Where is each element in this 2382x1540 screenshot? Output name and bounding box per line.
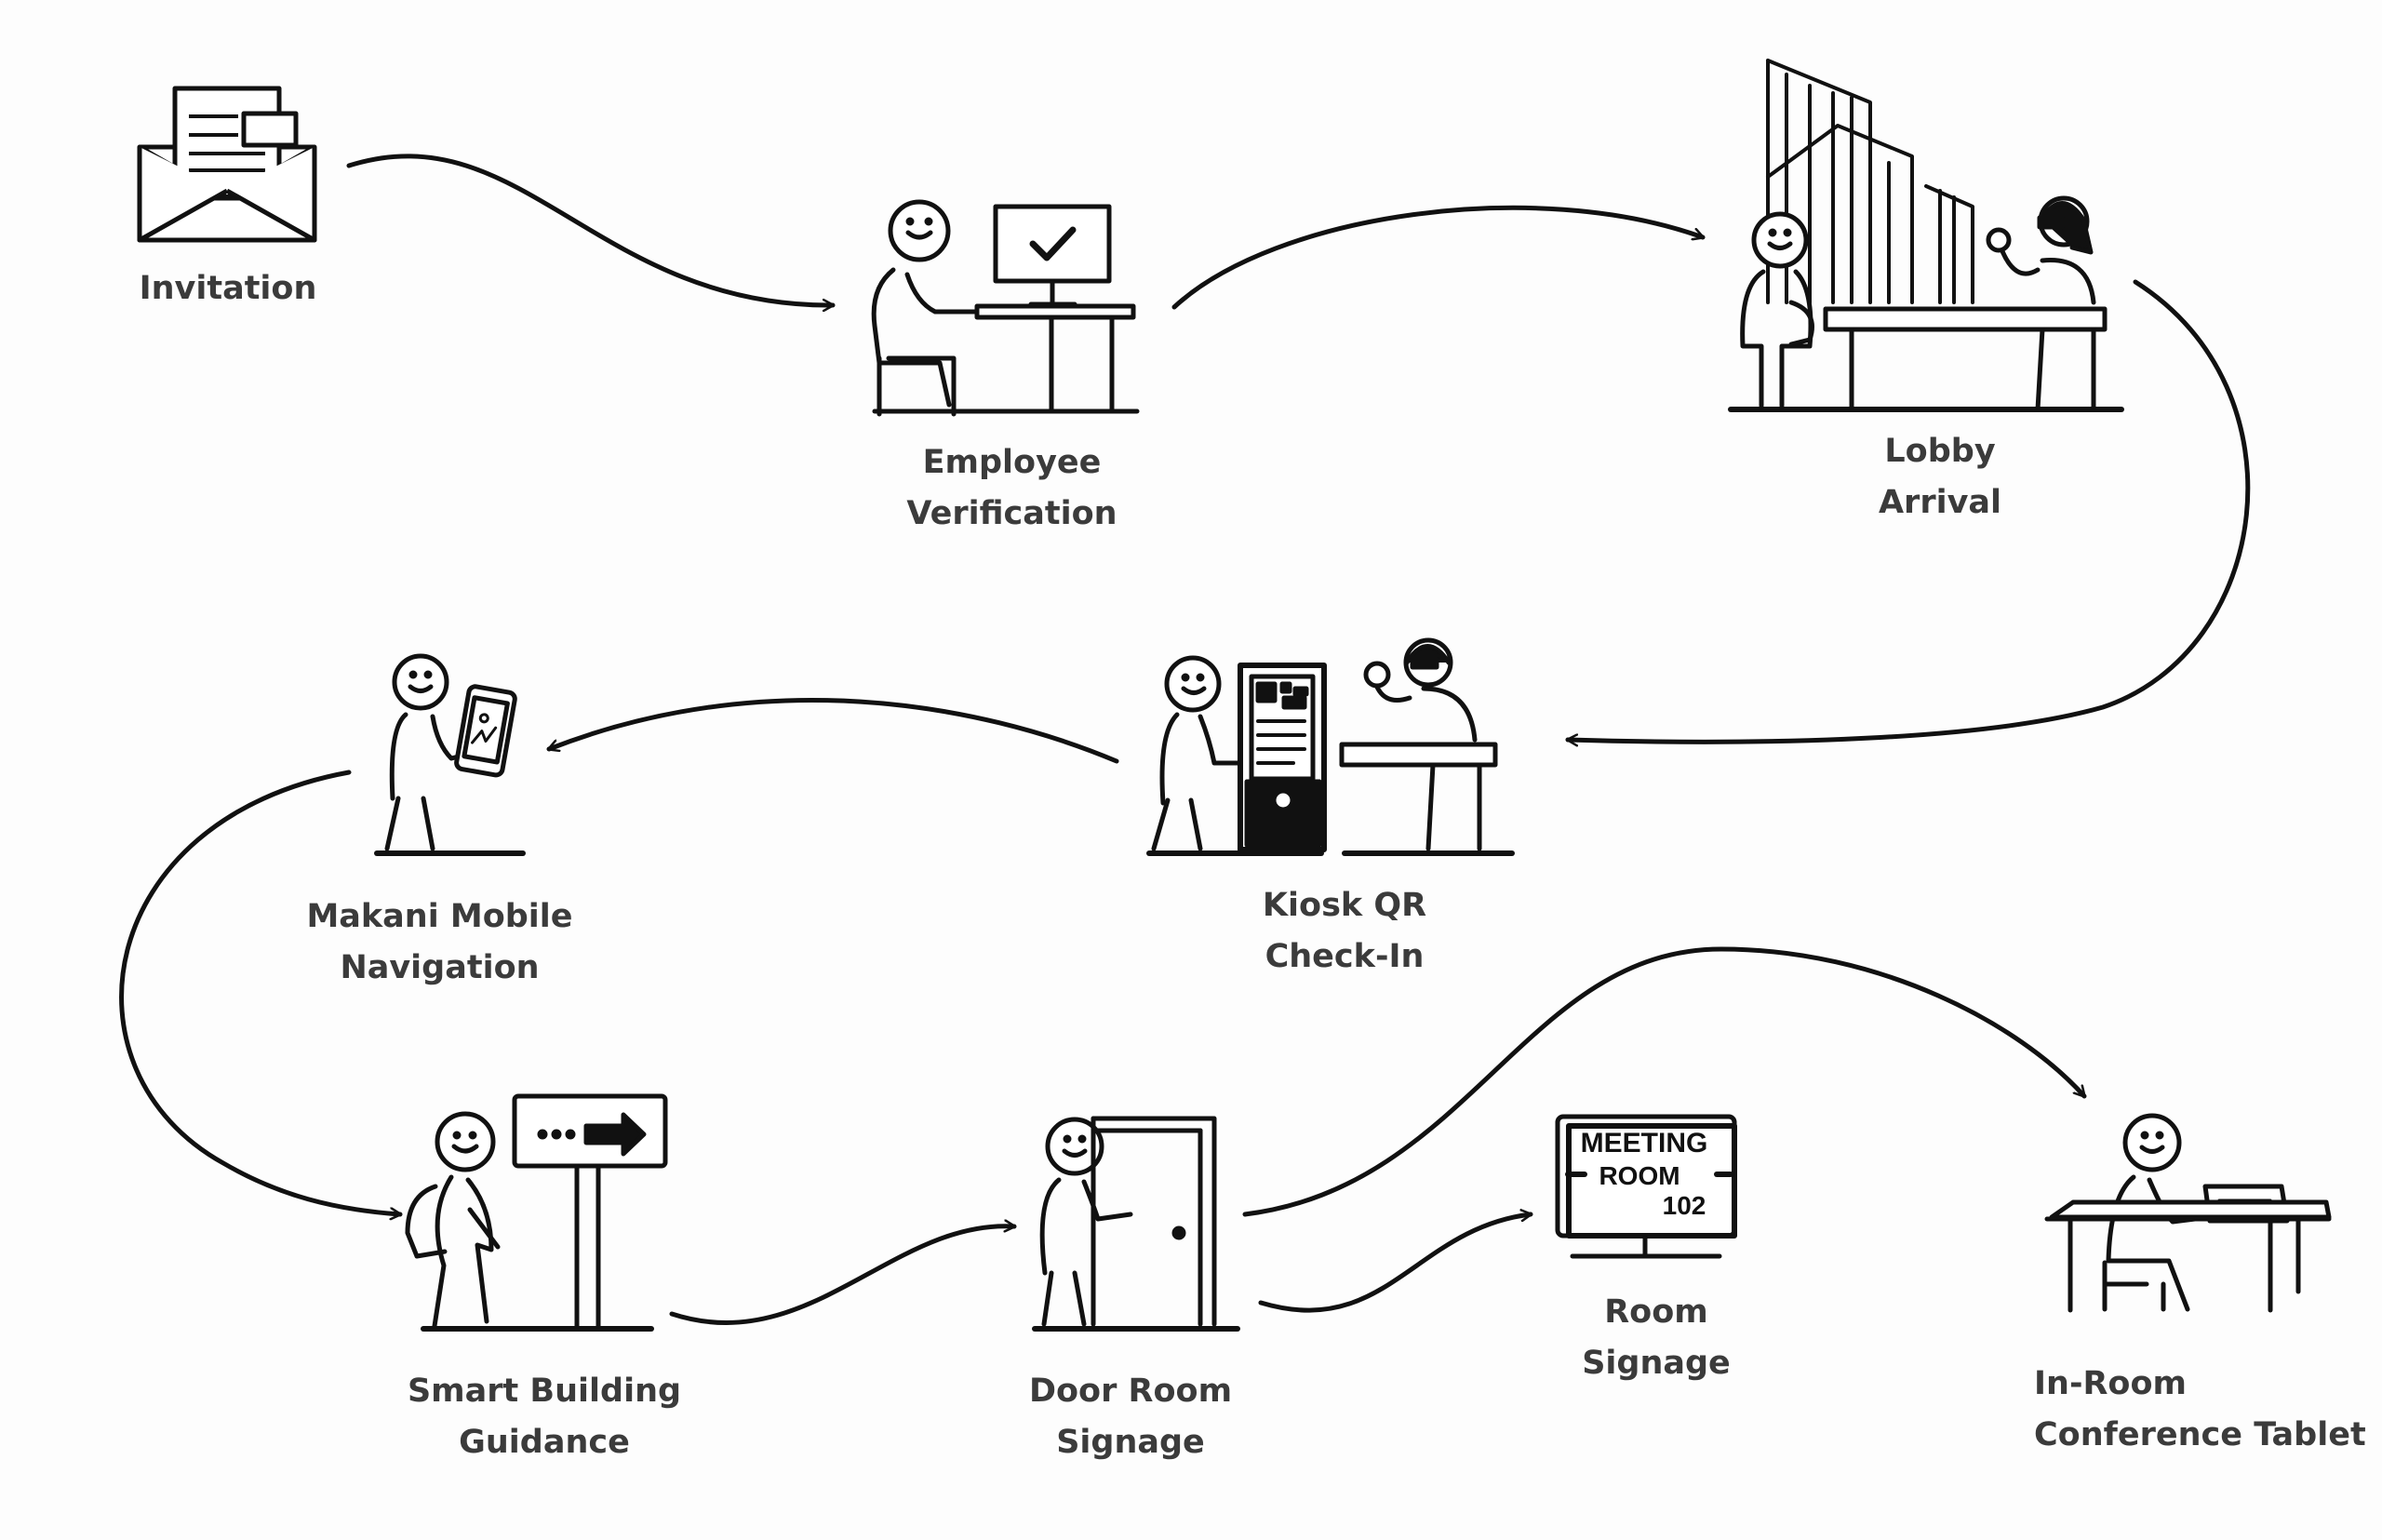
- label-door-room-signage: Door Room Signage: [982, 1366, 1279, 1468]
- label-smart-building-guidance-line-1: Smart Building: [407, 1373, 682, 1410]
- arrow-invitation-to-verification: [346, 154, 836, 305]
- arrow-guidance-to-door: [669, 1226, 1017, 1325]
- label-makani-mobile-navigation: Makani Mobile Navigation: [279, 891, 600, 994]
- label-invitation: Invitation: [98, 263, 358, 315]
- label-smart-building-guidance-line-2: Guidance: [459, 1424, 630, 1461]
- verification-desk-icon: [871, 199, 1140, 417]
- room-sign-line-3: 102: [1663, 1191, 1706, 1220]
- label-makani-mobile-navigation-line-1: Makani Mobile: [306, 898, 573, 935]
- label-kiosk-qr-check-in: Kiosk QR Check-In: [1200, 880, 1489, 983]
- label-in-room-conference-tablet: In-Room Conference Tablet: [2034, 1359, 2369, 1461]
- arrow-door-to-conference-tablet: [1242, 946, 2087, 1217]
- label-makani-mobile-navigation-line-2: Navigation: [340, 949, 540, 986]
- label-lobby-arrival-line-2: Arrival: [1878, 484, 2002, 521]
- label-smart-building-guidance: Smart Building Guidance: [377, 1366, 712, 1468]
- arrow-mobile-to-guidance: [119, 770, 403, 1214]
- label-employee-verification-line-1: Employee: [922, 444, 1102, 481]
- lobby-reception-icon: [1728, 59, 2124, 412]
- envelope-icon: [137, 86, 317, 243]
- flow-arrows: [119, 154, 2251, 1325]
- label-employee-verification: Employee Verification: [856, 437, 1168, 540]
- label-room-signage-line-1: Room: [1604, 1293, 1708, 1331]
- label-kiosk-qr-check-in-line-2: Check-In: [1265, 938, 1425, 975]
- label-kiosk-qr-check-in-line-1: Kiosk QR: [1262, 887, 1427, 924]
- label-employee-verification-line-2: Verification: [906, 495, 1117, 532]
- label-room-signage-line-2: Signage: [1582, 1345, 1731, 1382]
- directional-sign-icon: [405, 1093, 668, 1332]
- label-door-room-signage-line-2: Signage: [1056, 1424, 1205, 1461]
- mobile-phone-navigation-icon: [374, 653, 526, 856]
- room-sign-line-2: ROOM: [1599, 1161, 1679, 1190]
- room-sign-display-icon: MEETING ROOM 102: [1555, 1114, 1737, 1259]
- label-room-signage: Room Signage: [1526, 1287, 1786, 1389]
- label-invitation-line-1: Invitation: [139, 270, 317, 307]
- label-in-room-conference-tablet-line-2: Conference Tablet: [2034, 1416, 2366, 1453]
- arrow-door-to-room-signage: [1258, 1214, 1533, 1313]
- label-lobby-arrival: Lobby Arrival: [1796, 426, 2084, 529]
- label-in-room-conference-tablet-line-1: In-Room: [2034, 1365, 2187, 1402]
- label-door-room-signage-line-1: Door Room: [1028, 1373, 1233, 1410]
- label-lobby-arrival-line-1: Lobby: [1884, 433, 1996, 470]
- door-icon: [1032, 1116, 1240, 1332]
- room-sign-line-1: MEETING: [1581, 1128, 1708, 1158]
- conference-tablet-icon: [2044, 1113, 2332, 1313]
- arrow-verification-to-lobby: [1171, 205, 1706, 310]
- arrow-kiosk-to-mobile: [546, 697, 1119, 764]
- kiosk-qr-icon: [1146, 637, 1515, 856]
- arrow-lobby-to-kiosk: [1565, 279, 2251, 742]
